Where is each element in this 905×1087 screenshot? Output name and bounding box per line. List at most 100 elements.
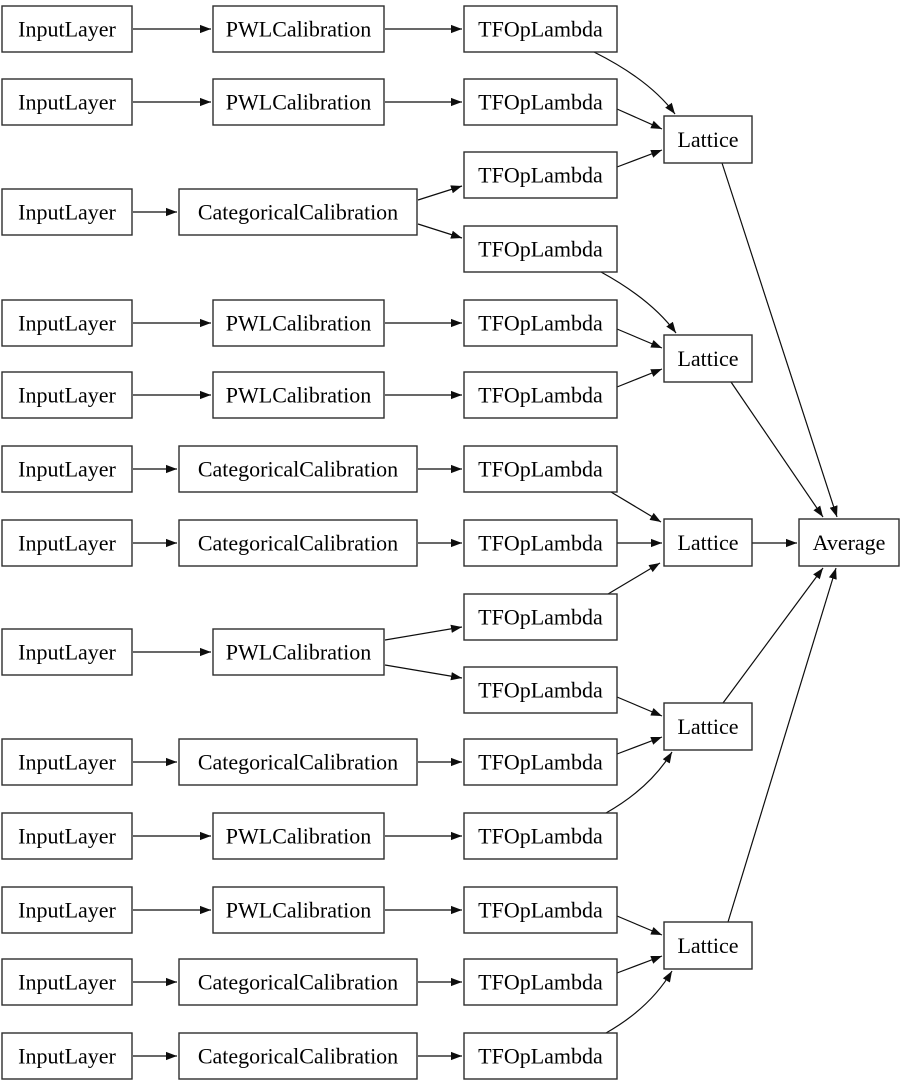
node-box-cal5	[212, 371, 385, 419]
node-lat5-lattice: Lattice	[663, 921, 753, 970]
edge-t6-to-lat2	[616, 368, 663, 388]
node-box-in8	[1, 628, 133, 676]
node-lat1-lattice: Lattice	[663, 115, 753, 164]
node-box-in11	[1, 886, 133, 934]
edge-t3-to-lat1	[616, 149, 663, 168]
node-box-t14	[463, 958, 618, 1006]
edge-t11-to-lat4	[616, 736, 663, 755]
node-t11-tfoplambda: TFOpLambda	[463, 738, 618, 786]
node-t14-tfoplambda: TFOpLambda	[463, 958, 618, 1006]
node-cal5-pwlcalibration: PWLCalibration	[212, 371, 385, 419]
node-t5-tfoplambda: TFOpLambda	[463, 299, 618, 347]
node-label-cal3: CategoricalCalibration	[198, 199, 398, 224]
node-box-lat3	[663, 518, 753, 567]
node-box-cal11	[212, 886, 385, 934]
node-lat2-lattice: Lattice	[663, 334, 753, 383]
node-box-cal6	[178, 445, 418, 493]
node-box-t13	[463, 886, 618, 934]
edge-t9-to-lat3	[607, 562, 661, 595]
node-t2-tfoplambda: TFOpLambda	[463, 78, 618, 126]
node-cal10-pwlcalibration: PWLCalibration	[212, 812, 385, 860]
node-box-t6	[463, 371, 618, 419]
node-label-t13: TFOpLambda	[478, 897, 603, 922]
node-box-in2	[1, 78, 133, 126]
node-box-t11	[463, 738, 618, 786]
node-box-cal4	[212, 299, 385, 347]
node-box-lat5	[663, 921, 753, 970]
edge-cal3-to-t4	[417, 223, 463, 239]
node-label-t4: TFOpLambda	[478, 236, 603, 261]
node-cal7-categoricalcalibration: CategoricalCalibration	[178, 519, 418, 567]
node-label-t1: TFOpLambda	[478, 16, 603, 41]
node-label-lat4: Lattice	[677, 714, 738, 739]
node-label-in12: InputLayer	[18, 969, 116, 994]
edge-t1-to-lat1	[593, 51, 676, 115]
node-box-t5	[463, 299, 618, 347]
node-box-cal12	[178, 958, 418, 1006]
node-label-t8: TFOpLambda	[478, 530, 603, 555]
node-cal6-categoricalcalibration: CategoricalCalibration	[178, 445, 418, 493]
node-box-t3	[463, 151, 618, 199]
node-label-cal10: PWLCalibration	[226, 823, 371, 848]
node-cal2-pwlcalibration: PWLCalibration	[212, 78, 385, 126]
node-label-in8: InputLayer	[18, 639, 116, 664]
node-box-in9	[1, 738, 133, 786]
edge-t13-to-lat5	[616, 915, 663, 936]
node-cal1-pwlcalibration: PWLCalibration	[212, 5, 385, 53]
edge-cal8-to-t9	[384, 624, 463, 641]
node-t12-tfoplambda: TFOpLambda	[463, 812, 618, 860]
edge-t12-to-lat4	[605, 751, 673, 814]
node-box-t12	[463, 812, 618, 860]
edge-t14-to-lat5	[616, 955, 663, 974]
edge-cal3-to-t3	[417, 185, 463, 201]
node-label-in2: InputLayer	[18, 89, 116, 114]
node-box-in4	[1, 299, 133, 347]
node-box-in5	[1, 371, 133, 419]
node-cal12-categoricalcalibration: CategoricalCalibration	[178, 958, 418, 1006]
node-box-cal7	[178, 519, 418, 567]
node-label-in7: InputLayer	[18, 530, 116, 555]
node-label-in4: InputLayer	[18, 310, 116, 335]
node-box-t1	[463, 5, 618, 53]
node-label-cal13: CategoricalCalibration	[198, 1043, 398, 1068]
node-label-in10: InputLayer	[18, 823, 116, 848]
node-box-lat1	[663, 115, 753, 164]
node-box-t8	[463, 519, 618, 567]
edge-t15-to-lat5	[605, 970, 673, 1034]
node-t6-tfoplambda: TFOpLambda	[463, 371, 618, 419]
edge-cal8-to-t10	[384, 664, 463, 681]
node-t3-tfoplambda: TFOpLambda	[463, 151, 618, 199]
node-label-cal11: PWLCalibration	[226, 897, 371, 922]
node-box-lat4	[663, 702, 753, 751]
node-t8-tfoplambda: TFOpLambda	[463, 519, 618, 567]
node-t9-tfoplambda: TFOpLambda	[463, 593, 618, 641]
edge-t10-to-lat4	[616, 696, 663, 717]
node-cal13-categoricalcalibration: CategoricalCalibration	[178, 1032, 418, 1080]
node-label-cal4: PWLCalibration	[226, 310, 371, 335]
node-box-cal3	[178, 188, 418, 236]
node-label-in9: InputLayer	[18, 749, 116, 774]
node-in12-inputlayer: InputLayer	[1, 958, 133, 1006]
node-label-in11: InputLayer	[18, 897, 116, 922]
node-label-t6: TFOpLambda	[478, 382, 603, 407]
node-in13-inputlayer: InputLayer	[1, 1032, 133, 1080]
node-t4-tfoplambda: TFOpLambda	[463, 225, 618, 273]
node-label-t14: TFOpLambda	[478, 969, 603, 994]
node-label-t10: TFOpLambda	[478, 677, 603, 702]
node-layer: InputLayerInputLayerInputLayerInputLayer…	[1, 5, 900, 1080]
node-label-in5: InputLayer	[18, 382, 116, 407]
node-cal3-categoricalcalibration: CategoricalCalibration	[178, 188, 418, 236]
node-label-cal12: CategoricalCalibration	[198, 969, 398, 994]
node-label-cal8: PWLCalibration	[226, 639, 371, 664]
node-in3-inputlayer: InputLayer	[1, 188, 133, 236]
edge-t7-to-lat3	[610, 491, 662, 523]
node-label-t12: TFOpLambda	[478, 823, 603, 848]
edge-layer	[133, 24, 838, 1061]
node-label-cal7: CategoricalCalibration	[198, 530, 398, 555]
node-label-in13: InputLayer	[18, 1043, 116, 1068]
edge-lat2-to-avg	[730, 381, 824, 518]
node-t1-tfoplambda: TFOpLambda	[463, 5, 618, 53]
node-box-lat2	[663, 334, 753, 383]
node-t15-tfoplambda: TFOpLambda	[463, 1032, 618, 1080]
